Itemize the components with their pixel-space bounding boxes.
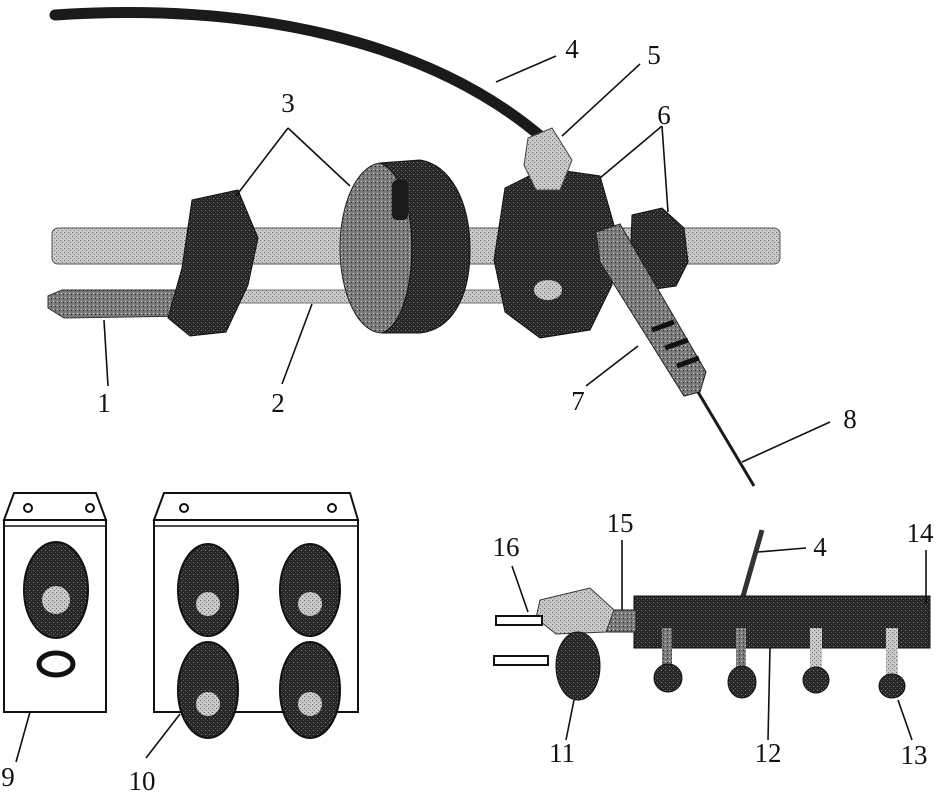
probe-band: [676, 355, 700, 369]
screw-icon: [85, 503, 95, 513]
gauge-center: [298, 592, 322, 616]
gauge-center: [298, 692, 322, 716]
label-8: 8: [843, 404, 857, 434]
probe-band: [664, 337, 689, 351]
outlet-nozzles: [653, 628, 906, 699]
gauge-dial: [177, 641, 239, 739]
label-13: 13: [901, 740, 928, 770]
screw-icon: [23, 503, 33, 513]
valve-head: [535, 587, 615, 635]
tube-connector: [523, 127, 573, 191]
gauge-dial: [279, 641, 341, 739]
part-labels: 1 2 3 4 5 6 7 8 9 10 11 12 13 14 15 16 4: [1, 34, 934, 795]
inlet-pipe: [493, 655, 549, 666]
manifold-bar: [633, 595, 931, 649]
clamp-body: [493, 167, 615, 339]
label-6: 6: [657, 100, 671, 130]
gauge-dial: [177, 543, 239, 637]
label-16: 16: [493, 532, 520, 562]
star-knob-left: [167, 189, 259, 337]
label-4-top: 4: [565, 34, 579, 64]
quad-gauge-box: [152, 492, 360, 739]
label-7: 7: [571, 386, 585, 416]
label-11: 11: [549, 738, 575, 768]
probe-band: [651, 319, 675, 333]
label-10: 10: [129, 766, 156, 795]
gauge-center: [42, 586, 70, 614]
gauge-center: [196, 592, 220, 616]
screw-icon: [179, 503, 189, 513]
gauge-center: [196, 692, 220, 716]
probe-holder: [595, 223, 707, 397]
leader-lines: [15, 55, 927, 763]
gauge-dial: [279, 543, 341, 637]
manifold-tube: [739, 529, 765, 601]
indicator-light: [36, 650, 76, 678]
valve-bulb: [555, 631, 601, 701]
probe-needle: [696, 391, 756, 487]
label-9: 9: [1, 762, 15, 792]
clamp-bore: [534, 280, 562, 300]
label-15: 15: [607, 508, 634, 538]
label-5: 5: [647, 40, 661, 70]
label-1: 1: [97, 388, 111, 418]
label-14: 14: [907, 518, 935, 548]
label-3: 3: [281, 88, 295, 118]
inlet-pipe: [495, 615, 543, 626]
disc-slot: [392, 180, 408, 220]
label-4-bottom: 4: [813, 532, 827, 562]
flexible-tube: [49, 7, 551, 146]
top-assembly: [47, 7, 781, 487]
screw-icon: [327, 503, 337, 513]
label-2: 2: [271, 388, 285, 418]
single-gauge-box: [2, 492, 108, 713]
manifold-assembly: [493, 529, 931, 701]
label-12: 12: [755, 738, 782, 768]
box-9-lid: [2, 492, 108, 521]
disc-body: [379, 159, 471, 334]
